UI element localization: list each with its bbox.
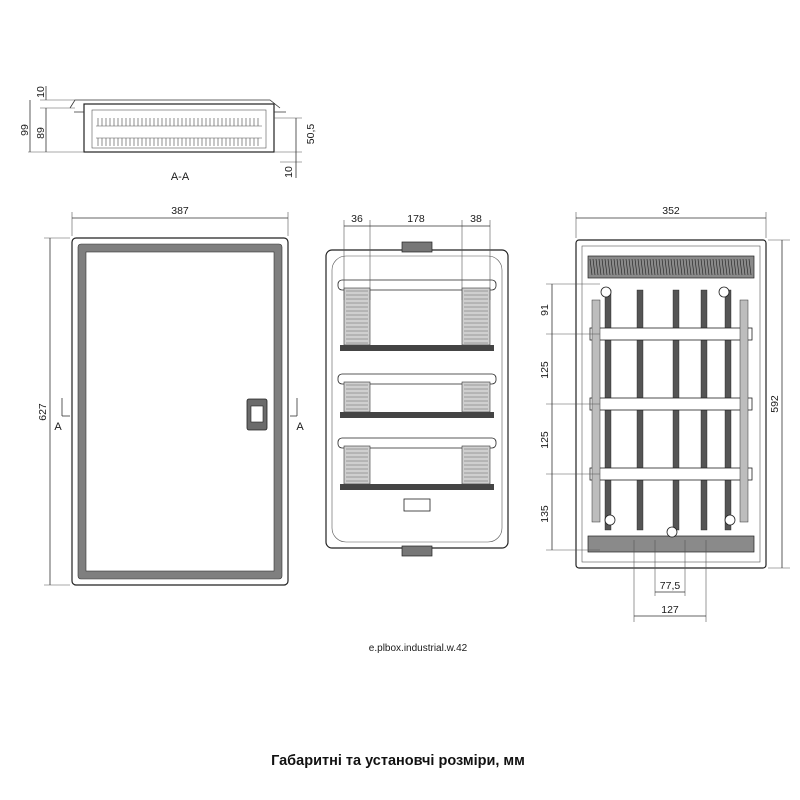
dim-inner-middle: 178 <box>407 213 425 225</box>
terminal-strip-top <box>589 258 752 276</box>
dim-inner-left: 36 <box>351 213 363 225</box>
dim-hole-inner: 77,5 <box>660 580 681 592</box>
front-view: 387 627 A A <box>37 205 304 586</box>
dim-top-offset: 10 <box>35 86 47 98</box>
dim-depth: 50,5 <box>305 124 317 145</box>
dim-total-height: 99 <box>19 124 31 136</box>
section-label: A-A <box>171 171 190 183</box>
rear-view: 352 592 91 125 125 135 77,5 127 <box>539 205 790 622</box>
door-lock <box>246 398 268 431</box>
section-view: 10 99 89 50,5 10 A-A <box>19 86 317 183</box>
inner-view: 36 178 38 <box>325 213 509 557</box>
dim-pitch-top: 91 <box>539 304 551 316</box>
section-mark-right: A <box>296 421 304 433</box>
dim-front-width: 387 <box>171 205 189 217</box>
dim-bottom-offset: 10 <box>283 166 295 178</box>
dim-front-height: 627 <box>37 403 49 421</box>
dim-body-height: 89 <box>35 127 47 139</box>
caption: Габаритні та установчі розміри, мм <box>271 753 525 769</box>
din-rail-group <box>337 279 497 490</box>
terminal-strip <box>97 118 259 146</box>
mounting-grid <box>589 286 753 538</box>
dim-pitch-2: 125 <box>539 431 551 449</box>
dim-rear-width: 352 <box>662 205 680 217</box>
dim-pitch-1: 125 <box>539 361 551 379</box>
dim-hole-outer: 127 <box>661 604 679 616</box>
dim-pitch-bottom: 135 <box>539 505 551 523</box>
model-code: e.plbox.industrial.w.42 <box>369 643 468 654</box>
dim-rear-height: 592 <box>769 395 781 413</box>
section-mark-left: A <box>54 421 62 433</box>
dim-inner-right: 38 <box>470 213 482 225</box>
